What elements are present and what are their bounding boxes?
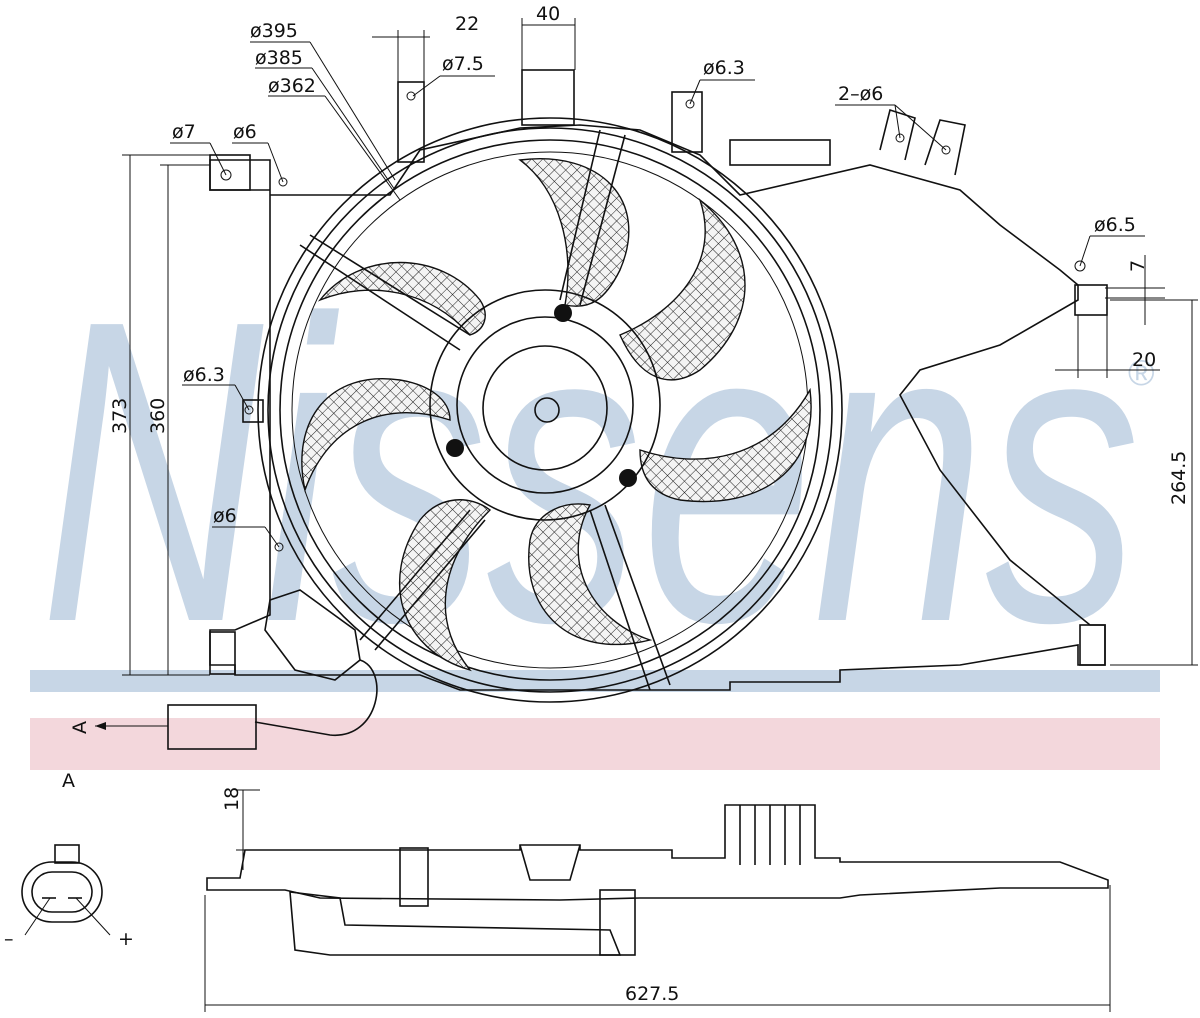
hole-6-3-left: [244, 405, 254, 415]
front-view: A: [69, 69, 1108, 750]
foot-left: [209, 631, 236, 675]
dim-d7: ø7: [172, 121, 196, 143]
dim-w627-5: 627.5: [625, 983, 679, 1005]
hole-2-6-b: [941, 145, 951, 155]
dim-d6-3-left: ø6.3: [183, 364, 225, 386]
side-lug: [399, 847, 429, 907]
shroud-struts: [299, 129, 671, 691]
mount-bolt-left: [446, 439, 464, 457]
cooling-fins: [729, 139, 831, 166]
terminal-tabs: [879, 108, 966, 176]
dim-d362: ø362: [268, 75, 316, 97]
outer-ring: [257, 117, 843, 703]
dimension-labels: ø395 ø385 ø362 22 40 ø7.5 ø6.3 2–ø6 ø7 ø…: [4, 3, 1190, 1005]
view-arrow-label: A: [69, 721, 91, 734]
ring-385: [279, 139, 821, 681]
side-motor: [289, 891, 622, 956]
dim-d6-3-top: ø6.3: [703, 57, 745, 79]
plus-leader: [75, 897, 111, 936]
dim-h264-5: 264.5: [1168, 451, 1190, 505]
motor-shaft: [534, 397, 560, 423]
plug-housing: [167, 704, 257, 750]
fan-blade-2: [619, 197, 746, 381]
connector-face: [31, 871, 93, 913]
dim-w22: 22: [455, 13, 479, 35]
bracket-6-3: [242, 399, 264, 423]
fan-blade-3: [639, 387, 812, 503]
dim-d7-5: ø7.5: [442, 53, 484, 75]
motor-plate: [482, 345, 608, 471]
hole-7-5: [406, 91, 416, 101]
hole-6-top: [278, 177, 288, 187]
fan-blade-6: [301, 378, 451, 493]
dim-h373: 373: [109, 398, 131, 434]
mount-lug-40: [521, 69, 575, 126]
dim-two-d6: 2–ø6: [838, 83, 883, 105]
view-label-a: A: [62, 770, 75, 792]
dim-h360: 360: [147, 398, 169, 434]
dim-h7: 7: [1127, 260, 1149, 272]
dim-w40: 40: [536, 3, 560, 25]
dim-h20: 20: [1132, 349, 1156, 371]
watermark-band: [30, 718, 1160, 770]
dimension-lines: [122, 18, 1198, 1012]
mount-lug-7-5: [397, 81, 425, 163]
hole-7: [220, 169, 232, 181]
side-motor-fins: [599, 889, 636, 956]
hole-6-left: [274, 542, 284, 552]
side-shroud: [206, 804, 1109, 901]
dim-h18: 18: [221, 787, 243, 811]
connector-latch: [54, 844, 80, 864]
fan-blade-4: [528, 503, 653, 646]
hole-6-3-top: [685, 99, 695, 109]
minus-leader: [24, 897, 51, 936]
dim-d395: ø395: [250, 20, 298, 42]
hole-6-5: [1074, 260, 1086, 272]
polarity-plus: +: [118, 928, 134, 950]
hole-2-6-a: [895, 133, 905, 143]
polarity-minus: –: [4, 928, 14, 950]
wire-harness: [254, 659, 378, 736]
mount-lug-7: [209, 154, 251, 191]
side-view: [206, 804, 1109, 956]
motor-housing: [456, 316, 634, 494]
dim-d385: ø385: [255, 47, 303, 69]
resistor-block: [264, 589, 361, 681]
connector-body: [21, 861, 103, 923]
connector-view-a: [21, 844, 111, 936]
side-fins: [739, 805, 801, 865]
motor-housing-outer: [429, 289, 661, 521]
side-clip: [519, 844, 581, 881]
mount-lug-6-3: [671, 91, 703, 153]
mount-bolt-top: [554, 304, 572, 322]
registered-mark: ®: [1128, 352, 1155, 393]
dim-d6-5: ø6.5: [1094, 214, 1136, 236]
dim-d6-top: ø6: [233, 121, 257, 143]
fan-blade-5: [398, 499, 492, 672]
fan-blade-1: [518, 158, 630, 307]
foot-right: [1079, 624, 1106, 666]
mount-lug-6-5: [1074, 284, 1108, 316]
view-arrow-head: [95, 722, 106, 730]
mount-bolt-right: [619, 469, 637, 487]
dim-d6-left: ø6: [213, 505, 237, 527]
ring-395: [267, 127, 833, 693]
